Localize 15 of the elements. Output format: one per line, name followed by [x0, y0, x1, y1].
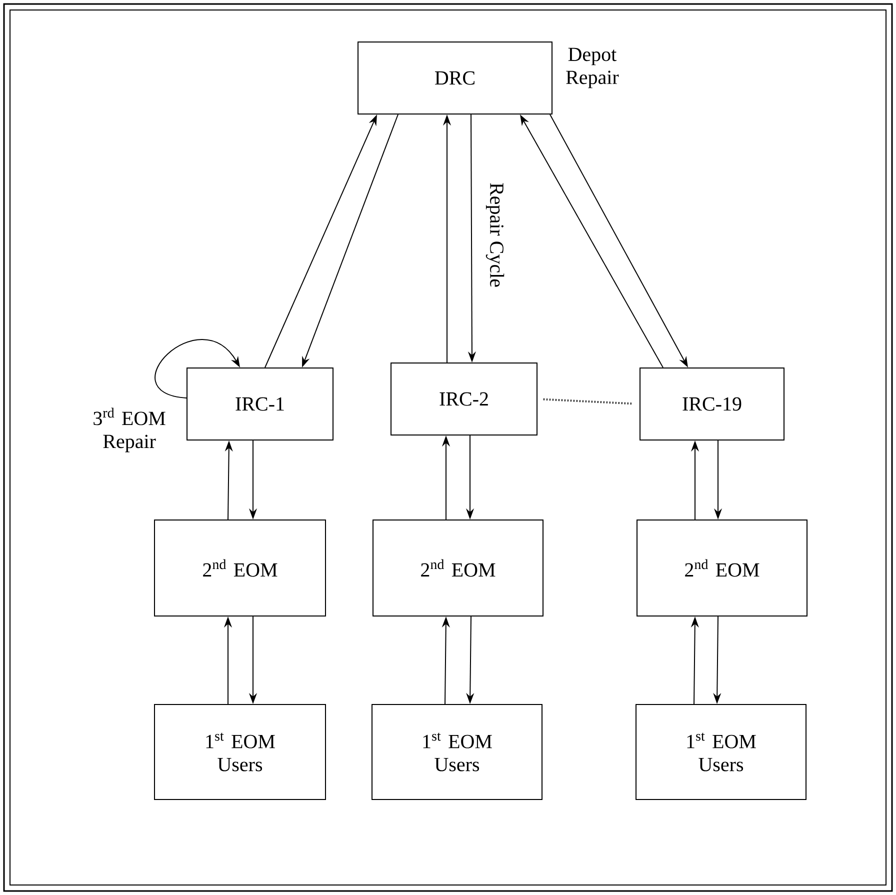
box: IRC-2 — [390, 362, 538, 436]
box: 1$^{st}$ EOM Users — [372, 704, 542, 800]
arrow — [154, 338, 240, 398]
box: 1$^{st}$ EOM Users — [154, 704, 326, 800]
side-label: 3$^{rd}$ EOM Repair — [94, 408, 166, 452]
box: IRC-19 — [640, 368, 784, 440]
box: IRC-1 — [186, 368, 334, 440]
rotated-label: Repair Cycle — [486, 183, 504, 287]
dotted-line — [543, 398, 632, 405]
box: 2$^{nd}$ EOM — [372, 520, 544, 616]
box: DRC — [358, 42, 552, 114]
side-label: Depot Repair — [566, 48, 619, 88]
box: 2$^{nd}$ EOM — [154, 520, 326, 616]
box: 2$^{nd}$ EOM — [636, 520, 808, 616]
box: 1$^{st}$ EOM Users — [636, 704, 806, 800]
